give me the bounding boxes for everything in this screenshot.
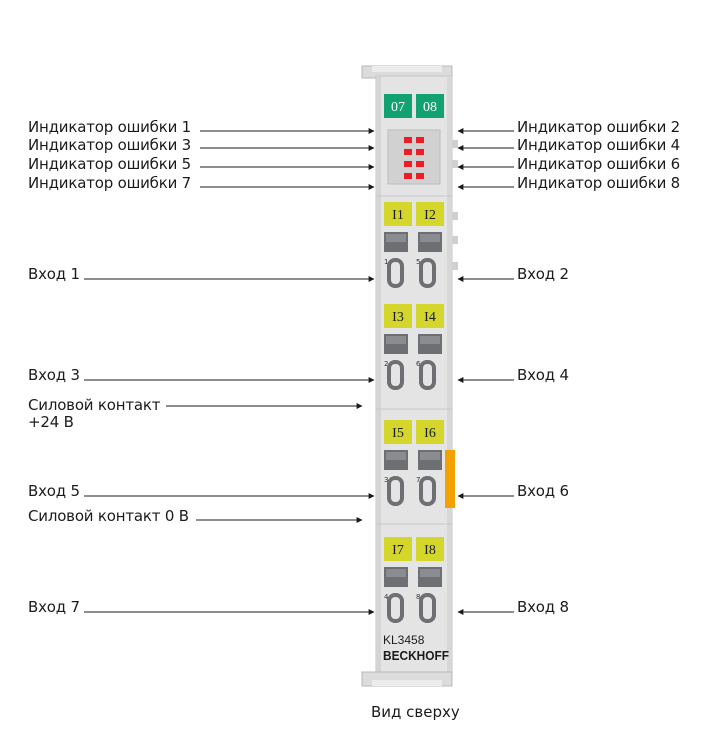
label-error-led-7: Индикатор ошибки 7 <box>28 174 192 192</box>
channel-label-i2: I2 <box>424 208 436 223</box>
led-label-group: 07 08 <box>384 94 444 118</box>
label-input-6: Вход 6 <box>517 482 569 500</box>
label-error-led-2: Индикатор ошибки 2 <box>517 118 681 136</box>
channel-label-i5: I5 <box>392 426 404 441</box>
channel-label-i3: I3 <box>392 310 404 325</box>
channel-group-3-4: I3 I4 2 6 <box>384 304 444 390</box>
label-error-led-5: Индикатор ошибки 5 <box>28 155 192 173</box>
run-led-07 <box>384 94 412 118</box>
contact-number-5: 5 <box>416 258 420 266</box>
contact-number-3: 3 <box>384 476 388 484</box>
caption-top-view: Вид сверху <box>371 703 460 721</box>
error-led-7 <box>404 173 412 179</box>
label-error-led-8: Индикатор ошибки 8 <box>517 174 681 192</box>
channel-label-i7: I7 <box>392 543 404 558</box>
label-input-2: Вход 2 <box>517 265 569 283</box>
channel-label-i2-bg <box>416 202 444 226</box>
channel-label-i1-bg <box>384 202 412 226</box>
channel-label-i6: I6 <box>424 426 436 441</box>
error-led-5 <box>404 161 412 167</box>
channel-group-5-6: I5 I6 3 7 <box>384 420 455 508</box>
error-led-window <box>387 129 441 185</box>
label-input-7: Вход 7 <box>28 598 80 616</box>
channel-label-i1: I1 <box>392 208 404 223</box>
label-power-contact-24v: Силовой контакт +24 В <box>28 396 161 431</box>
label-input-5: Вход 5 <box>28 482 80 500</box>
callout-lines-right <box>457 128 514 615</box>
label-input-3: Вход 3 <box>28 366 80 384</box>
brand-logo: BECKHOFF <box>383 648 449 663</box>
label-error-led-6: Индикатор ошибки 6 <box>517 155 681 173</box>
contact-number-7: 7 <box>416 476 420 484</box>
error-led-8 <box>416 173 424 179</box>
error-led-1 <box>404 137 412 143</box>
error-led-3 <box>404 149 412 155</box>
channel-label-i4: I4 <box>424 310 436 325</box>
label-input-8: Вход 8 <box>517 598 569 616</box>
led-label-07: 07 <box>391 100 405 115</box>
label-error-led-1: Индикатор ошибки 1 <box>28 118 192 136</box>
contact-number-4: 4 <box>384 593 389 601</box>
model-number: KL3458 <box>383 633 425 647</box>
callout-lines-left <box>84 128 375 615</box>
label-input-1: Вход 1 <box>28 265 80 283</box>
channel-group-7-8: I7 I8 4 8 <box>384 537 444 623</box>
error-led-4 <box>416 149 424 155</box>
label-error-led-3: Индикатор ошибки 3 <box>28 136 192 154</box>
orange-latch <box>445 450 455 508</box>
contact-number-6: 6 <box>416 360 421 368</box>
error-led-6 <box>416 161 424 167</box>
run-led-08 <box>416 94 444 118</box>
error-led-2 <box>416 137 424 143</box>
label-power-contact-0v: Силовой контакт 0 В <box>28 507 189 525</box>
led-label-08: 08 <box>423 100 437 115</box>
contact-number-1: 1 <box>384 258 388 266</box>
label-input-4: Вход 4 <box>517 366 569 384</box>
channel-group-1-2: I1 I2 1 5 <box>384 202 444 288</box>
label-error-led-4: Индикатор ошибки 4 <box>517 136 681 154</box>
contact-number-2: 2 <box>384 360 388 368</box>
contact-number-8: 8 <box>416 593 420 601</box>
channel-label-i8: I8 <box>424 543 436 558</box>
